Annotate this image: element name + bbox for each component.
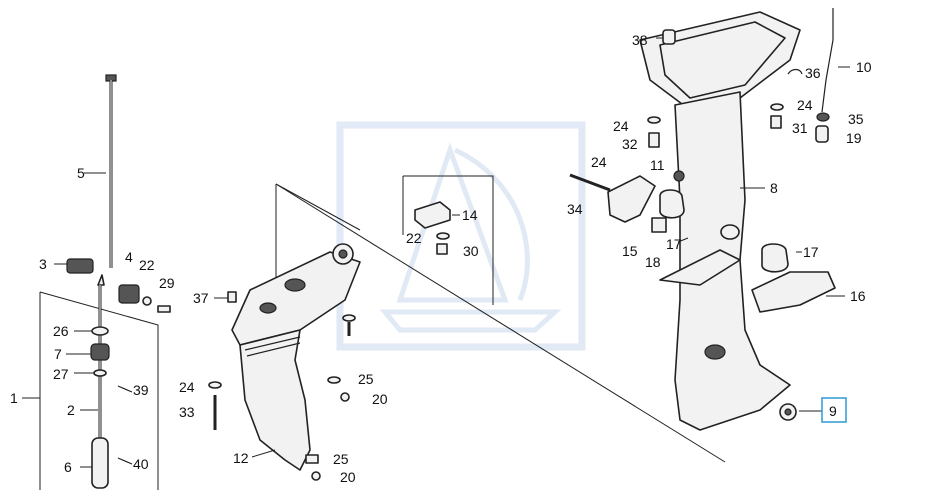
- part-30-screw: [436, 243, 448, 255]
- callout-5[interactable]: 5: [77, 165, 85, 181]
- callout-39[interactable]: 39: [133, 382, 149, 398]
- part-25-clip-b: [305, 454, 319, 464]
- callout-24-a[interactable]: 24: [613, 118, 629, 134]
- callout-24-top[interactable]: 24: [797, 97, 813, 113]
- part-22-washer-inset: [436, 232, 450, 240]
- part-19-sleeve: [815, 125, 829, 143]
- part-17-bushing-b: [761, 243, 789, 273]
- callout-18[interactable]: 18: [645, 254, 661, 270]
- rod-bushings: [90, 326, 110, 377]
- callout-20-b[interactable]: 20: [340, 469, 356, 485]
- callout-35[interactable]: 35: [848, 111, 864, 127]
- callout-36[interactable]: 36: [805, 65, 821, 81]
- part-15-bracket: [607, 175, 656, 223]
- leader-lines: [22, 37, 850, 468]
- callout-15[interactable]: 15: [622, 243, 638, 259]
- callout-22-inset[interactable]: 22: [406, 230, 422, 246]
- callout-27[interactable]: 27: [53, 366, 69, 382]
- part-40-pin: [117, 457, 133, 465]
- callout-25-a[interactable]: 25: [358, 371, 374, 387]
- part-10-rod: [821, 8, 834, 113]
- part-14: [414, 201, 451, 229]
- callout-31[interactable]: 31: [792, 120, 808, 136]
- part-4: [118, 284, 140, 304]
- callout-37[interactable]: 37: [193, 290, 209, 306]
- part-36-clip: [787, 68, 803, 75]
- part-29-screw: [157, 305, 171, 313]
- part-18-block: [651, 217, 667, 233]
- part-38: [662, 29, 676, 45]
- callout-33[interactable]: 33: [179, 404, 195, 420]
- part-39-pin: [117, 385, 133, 393]
- callout-2[interactable]: 2: [67, 402, 75, 418]
- part-11-nut: [673, 170, 685, 182]
- part-32-bolt: [648, 132, 660, 148]
- part-24-washer-mid: [208, 381, 222, 389]
- callout-3[interactable]: 3: [39, 256, 47, 272]
- callout-20-a[interactable]: 20: [372, 391, 388, 407]
- part-20-screw-b: [311, 471, 321, 481]
- callout-17-a[interactable]: 17: [666, 236, 682, 252]
- callout-8[interactable]: 8: [770, 180, 778, 196]
- callout-9-highlight[interactable]: [821, 397, 847, 423]
- watermark-logo: [336, 121, 586, 351]
- callout-22-left[interactable]: 22: [139, 257, 155, 273]
- part-31-bolt: [770, 115, 782, 129]
- part-24-washer-a: [647, 116, 661, 124]
- shift-rod: [91, 74, 117, 489]
- part-16-plate: [751, 271, 836, 313]
- callout-16[interactable]: 16: [850, 288, 866, 304]
- inset-box: [402, 175, 494, 305]
- callout-9[interactable]: 9: [829, 403, 837, 419]
- part-washer-center: [342, 314, 356, 322]
- frame-line-top: [275, 183, 361, 231]
- bracket-1: [39, 291, 159, 490]
- callout-40[interactable]: 40: [133, 456, 149, 472]
- callout-1[interactable]: 1: [10, 390, 18, 406]
- callout-38[interactable]: 38: [632, 32, 648, 48]
- callout-34[interactable]: 34: [567, 201, 583, 217]
- part-35-nut: [816, 112, 830, 122]
- part-20-screw-a: [340, 392, 350, 402]
- callout-29[interactable]: 29: [159, 275, 175, 291]
- callout-26[interactable]: 26: [53, 323, 69, 339]
- callout-24-mid[interactable]: 24: [179, 379, 195, 395]
- part-22-washer: [142, 296, 152, 306]
- callout-4[interactable]: 4: [125, 249, 133, 265]
- extension-case: [231, 243, 361, 471]
- part-37: [227, 291, 237, 303]
- callout-10[interactable]: 10: [856, 59, 872, 75]
- callout-30[interactable]: 30: [463, 243, 479, 259]
- callout-25-b[interactable]: 25: [333, 451, 349, 467]
- part-9-washer-hole: [784, 408, 792, 416]
- part-17-bushing-a: [659, 189, 685, 219]
- callout-14[interactable]: 14: [462, 207, 478, 223]
- callout-32[interactable]: 32: [622, 136, 638, 152]
- callout-labels: 38 10 36 24 35 31 19 24 32 24 11 8 34 15…: [10, 32, 872, 485]
- callout-12[interactable]: 12: [233, 450, 249, 466]
- part-25-washer-a: [327, 376, 341, 384]
- callout-17-b[interactable]: 17: [803, 244, 819, 260]
- part-24-washer-top: [770, 103, 784, 111]
- part-3: [66, 258, 94, 274]
- lower-case: [639, 11, 801, 431]
- callout-19[interactable]: 19: [846, 130, 862, 146]
- callout-24-b[interactable]: 24: [591, 154, 607, 170]
- part-34-bolt: [569, 173, 611, 192]
- frame-line: [275, 183, 726, 463]
- callout-11[interactable]: 11: [650, 157, 665, 173]
- callout-7[interactable]: 7: [54, 346, 62, 362]
- callout-6[interactable]: 6: [64, 459, 72, 475]
